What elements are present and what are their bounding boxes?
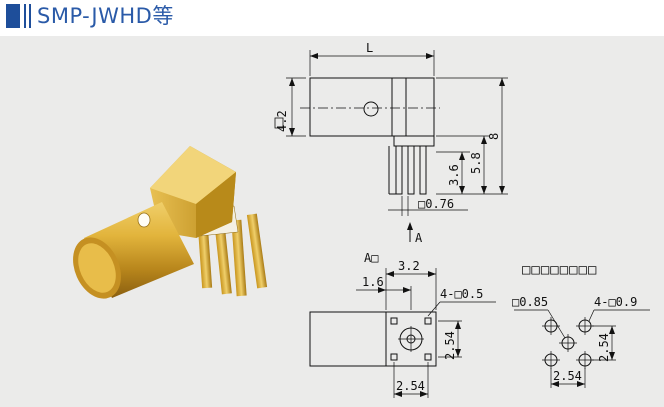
header-accent-bar [29,4,31,28]
pcb-pitch-v-label: 2.54 [597,333,611,362]
dim-5-8-label: 5.8 [469,152,483,174]
dim-pitch-h-label: 2.54 [396,379,425,393]
pcb-pitch-h-label: 2.54 [553,369,582,383]
front-view-label: A□ [364,251,378,265]
front-view-drawing: A□ 3.2 1.6 4-□0.5 2 [309,251,496,398]
dim-3-2-label: 3.2 [398,259,420,273]
dim-L-label: L [366,41,373,55]
dim-height-label: 4.2 [275,110,289,132]
header-accent-block [6,4,20,28]
pcb-layout-drawing: □□□□□□□□ □0.85 4-□0.9 2.54 2.54 [512,262,650,388]
dim-center-hole-label: □0.85 [512,295,548,309]
header-bar: SMP-JWHD等 [0,0,664,36]
technical-drawing: L 4.2 8 5.8 3.6 □0.76 [73,41,650,398]
dim-total-label: 8 [487,133,501,140]
side-view-drawing: L 4.2 8 5.8 3.6 □0.76 [274,41,508,245]
connector-photo [73,146,268,299]
view-arrow-label: A [415,231,423,245]
drawing-panel: L 4.2 8 5.8 3.6 □0.76 [0,36,664,407]
dim-holes-label: 4-□0.9 [594,295,637,309]
dim-pin-label: □0.76 [418,197,454,211]
dim-3-6-label: 3.6 [447,164,461,186]
header-accent-bar [24,4,26,28]
dim-1-6-label: 1.6 [362,275,384,289]
pcb-layout-title: □□□□□□□□ [522,262,597,278]
dim-pins-label: 4-□0.5 [440,287,483,301]
dim-pitch-v-label: 2.54 [443,331,457,360]
page-title: SMP-JWHD等 [37,4,174,28]
